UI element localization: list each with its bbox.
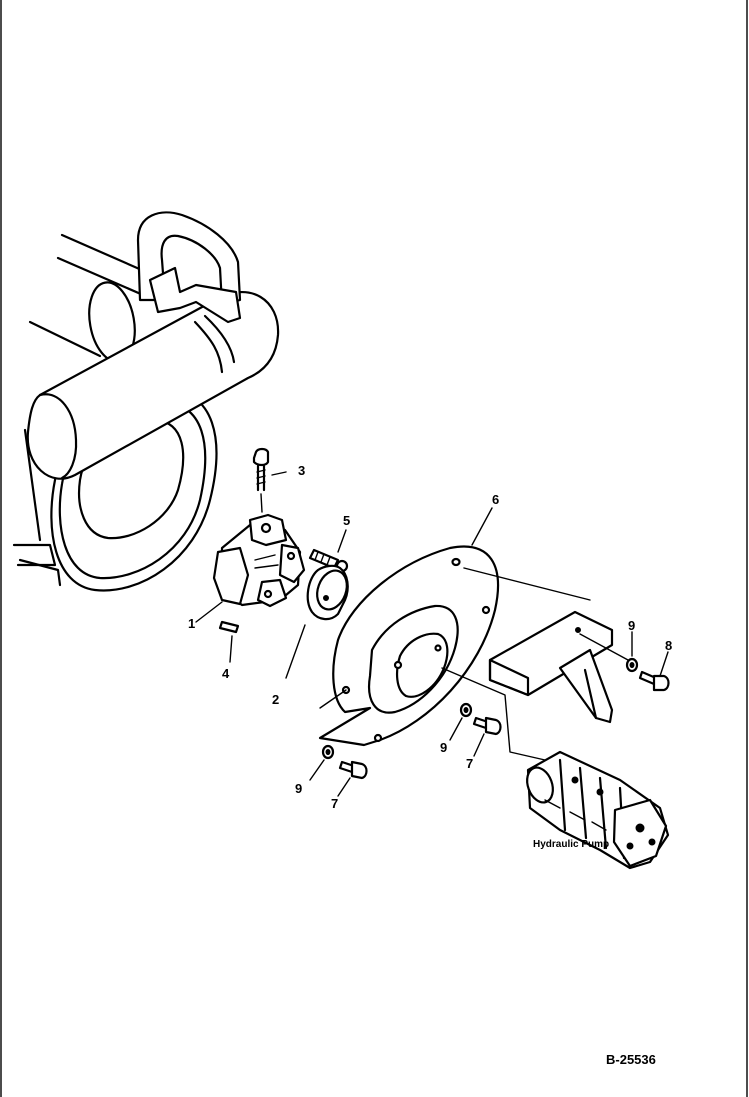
flange-hole-2 xyxy=(481,605,491,615)
pump-port-1 xyxy=(635,823,645,833)
figure-code: B-25536 xyxy=(606,1052,656,1067)
callout-9c: 9 xyxy=(295,781,302,796)
bolt-7b-head xyxy=(484,716,502,736)
assembly-line-4 xyxy=(579,633,629,661)
flange-hole-1 xyxy=(451,557,461,567)
callout-7b: 7 xyxy=(466,756,473,771)
pump-mounting-bracket xyxy=(488,610,614,724)
flange-hole-4 xyxy=(434,644,442,652)
leader-6 xyxy=(471,507,493,546)
callout-7a: 7 xyxy=(331,796,338,811)
callout-labels: 1 2 3 4 5 6 7 7 8 9 9 9 xyxy=(188,463,672,811)
assembly-line-2 xyxy=(441,667,546,761)
washer-9a-hole xyxy=(629,662,635,668)
engine-side xyxy=(23,428,42,542)
leader-5 xyxy=(337,529,347,553)
part-4-pin xyxy=(218,620,240,663)
hub-bore xyxy=(323,595,329,601)
leader-3 xyxy=(271,471,287,476)
part-3-bolt xyxy=(252,447,287,513)
coupling-lobe-3 xyxy=(278,543,306,584)
callout-4: 4 xyxy=(222,666,230,681)
bolt-3-thread xyxy=(256,469,266,485)
coupling-hole-3 xyxy=(263,589,273,599)
leader-7a xyxy=(337,777,351,797)
bracket-hole xyxy=(575,627,581,633)
bolt-8-head xyxy=(652,674,670,692)
callout-3: 3 xyxy=(298,463,305,478)
callout-2: 2 xyxy=(272,692,279,707)
exhaust-pipe-end xyxy=(38,393,78,480)
callout-6: 6 xyxy=(492,492,499,507)
bolt-3-head xyxy=(252,447,270,467)
leader-8 xyxy=(659,651,669,677)
leader-1 xyxy=(195,601,223,623)
exhaust-pipe-seam xyxy=(193,320,224,374)
assembly-lines xyxy=(319,567,629,761)
hook-bracket xyxy=(148,266,242,324)
bracket-arm-edge xyxy=(583,668,598,720)
coupling-lobe-4 xyxy=(256,578,288,608)
coupling-hole-1 xyxy=(260,522,272,534)
hydraulic-pump-label: Hydraulic Pump xyxy=(533,839,609,850)
washer-9b-hole xyxy=(463,707,469,713)
flange-boss-outer xyxy=(368,604,459,714)
callout-8: 8 xyxy=(665,638,672,653)
bolt-7a-head xyxy=(350,760,368,780)
pump-sections xyxy=(558,758,626,860)
bracket-arm xyxy=(558,648,614,724)
exhaust-pipe xyxy=(26,290,280,480)
pump-port-5 xyxy=(596,788,604,796)
flange-hole-3 xyxy=(393,660,403,670)
engine-foot xyxy=(12,543,57,567)
leader-9b xyxy=(449,717,463,741)
pump-inlet-flange xyxy=(526,766,554,804)
leader-2 xyxy=(285,624,306,679)
coupling-lobe-1 xyxy=(212,546,250,606)
flange-plate xyxy=(318,545,500,747)
callout-5: 5 xyxy=(343,513,350,528)
exhaust-pipe-seam-2 xyxy=(203,314,236,364)
callout-1: 1 xyxy=(188,616,195,631)
washer-9c-hole xyxy=(325,749,331,755)
leader-4 xyxy=(229,635,233,663)
pin-4 xyxy=(218,620,240,634)
assembly-line-1 xyxy=(463,567,591,601)
leader-7b xyxy=(473,733,485,757)
engine-edge-2 xyxy=(56,256,152,300)
fasteners xyxy=(309,631,670,797)
leader-9c xyxy=(309,759,325,781)
pump-port-2 xyxy=(626,842,634,850)
pump-detail xyxy=(544,799,607,831)
flange-hole-6 xyxy=(373,733,383,743)
screw-5-thread xyxy=(314,551,331,566)
engine-assembly xyxy=(12,211,280,592)
bolt-3-axis xyxy=(260,493,263,513)
bracket-front xyxy=(488,658,530,697)
hydraulic-pump xyxy=(526,750,670,870)
pump-port-3 xyxy=(648,838,656,846)
pump-end-cover xyxy=(612,798,668,868)
part-2-hub xyxy=(285,564,349,679)
coupling-detail xyxy=(254,554,279,569)
coupling-hole-2 xyxy=(286,551,296,561)
callout-9b: 9 xyxy=(440,740,447,755)
part-6-flange-plate xyxy=(318,507,500,747)
flange-boss-inner xyxy=(395,632,449,698)
part-5-set-screw xyxy=(308,529,349,573)
assembly-line-3 xyxy=(319,689,347,709)
part-1-coupling xyxy=(195,513,306,623)
pump-port-4 xyxy=(571,776,579,784)
callout-9a: 9 xyxy=(628,618,635,633)
engine-foot-2 xyxy=(18,558,62,587)
engine-edge-3 xyxy=(28,320,102,358)
